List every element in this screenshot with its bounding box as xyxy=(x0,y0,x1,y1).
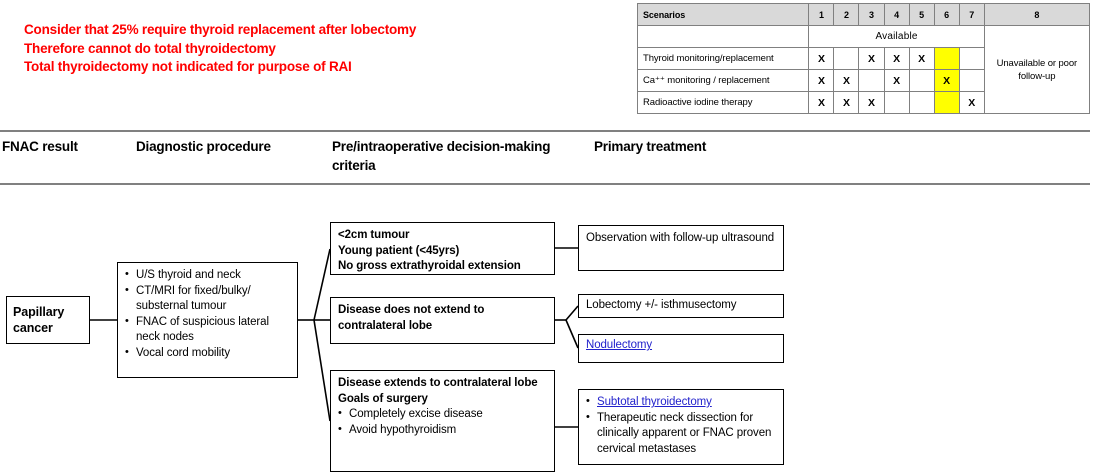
table-row: Radioactive iodine therapy X X X X xyxy=(636,91,1090,114)
scenarios-table: Scenarios 1 2 3 4 5 6 7 8 Available Unav… xyxy=(636,3,1091,114)
cell-r3c2: X xyxy=(833,91,860,114)
table-row: Ca⁺⁺ monitoring / replacement X X X X xyxy=(636,69,1090,92)
list-item: Subtotal thyroidectomy xyxy=(586,394,776,411)
node-criteria-contralateral-extension[interactable]: Disease extends to contralateral lobe Go… xyxy=(330,370,555,472)
criteria-line: No gross extrathyroidal extension xyxy=(338,260,521,272)
red-note-line-3: Total thyroidectomy not indicated for pu… xyxy=(24,59,352,74)
node-treatment-observation[interactable]: Observation with follow-up ultrasound xyxy=(578,225,784,271)
header-rule-bottom xyxy=(0,183,1090,185)
cell-r1c5: X xyxy=(908,47,935,70)
treatment-label: Observation with follow-up ultrasound xyxy=(586,232,775,244)
row-label-thyroid-monitoring: Thyroid monitoring/replacement xyxy=(636,47,810,70)
list-item: Completely excise disease xyxy=(338,406,547,423)
goals-of-surgery-label: Goals of surgery xyxy=(338,392,428,405)
row-label-radioactive-iodine: Radioactive iodine therapy xyxy=(636,91,810,114)
cell-r2c2: X xyxy=(833,69,860,92)
diagnostic-procedure-list: U/S thyroid and neck CT/MRI for fixed/bu… xyxy=(125,267,290,362)
criteria-line: Disease does not extend to contralateral… xyxy=(338,304,485,332)
column-header-6: 6 xyxy=(933,3,960,26)
cell-r1c6 xyxy=(933,47,960,70)
cell-r2c5 xyxy=(908,69,935,92)
table-header-row: Scenarios 1 2 3 4 5 6 7 8 xyxy=(636,3,1091,26)
column-title-primary-treatment: Primary treatment xyxy=(594,139,707,154)
goals-list: Completely excise disease Avoid hypothyr… xyxy=(338,406,547,439)
list-item: CT/MRI for fixed/bulky/ substernal tumou… xyxy=(125,283,290,315)
available-span-cell: Available xyxy=(808,25,985,48)
cell-r2c4: X xyxy=(883,69,910,92)
node-treatment-subtotal-thyroidectomy[interactable]: Subtotal thyroidectomy Therapeutic neck … xyxy=(578,389,784,465)
treatment-label: Lobectomy +/- isthmusectomy xyxy=(586,299,737,311)
list-item: FNAC of suspicious lateral neck nodes xyxy=(125,314,290,346)
cell-r1c2 xyxy=(833,47,860,70)
column-header-4: 4 xyxy=(883,3,910,26)
list-item: Vocal cord mobility xyxy=(125,345,290,362)
cell-r3c7: X xyxy=(958,91,985,114)
criteria-line: <2cm tumour xyxy=(338,229,410,241)
column-header-8: 8 xyxy=(983,3,1091,26)
cell-r1c1: X xyxy=(808,47,835,70)
node-criteria-no-contralateral[interactable]: Disease does not extend to contralateral… xyxy=(330,297,555,344)
column-header-7: 7 xyxy=(958,3,985,26)
criteria-line: Young patient (<45yrs) xyxy=(338,244,460,257)
red-annotation-notes: Consider that 25% require thyroid replac… xyxy=(24,21,584,77)
node-diagnostic-procedure[interactable]: U/S thyroid and neck CT/MRI for fixed/bu… xyxy=(117,262,298,378)
node-treatment-nodulectomy[interactable]: Nodulectomy xyxy=(578,334,784,363)
node-papillary-cancer[interactable]: Papillary cancer xyxy=(6,296,90,344)
column-header-5: 5 xyxy=(908,3,935,26)
cell-r1c7 xyxy=(958,47,985,70)
nodulectomy-link[interactable]: Nodulectomy xyxy=(586,339,653,351)
cell-r1c4: X xyxy=(883,47,910,70)
list-item: Avoid hypothyroidism xyxy=(338,422,547,439)
header-rule-top xyxy=(0,130,1090,132)
cell-r3c3: X xyxy=(858,91,885,114)
cell-r1c3: X xyxy=(858,47,885,70)
cell-r2c3 xyxy=(858,69,885,92)
node-criteria-small-tumour[interactable]: <2cm tumour Young patient (<45yrs) No gr… xyxy=(330,222,555,275)
scenarios-header-cell: Scenarios xyxy=(636,3,810,26)
list-item: Therapeutic neck dissection for clinical… xyxy=(586,410,776,458)
unavailable-cell: Unavailable or poor follow-up xyxy=(983,25,1091,114)
availability-row: Available Unavailable or poor follow-up xyxy=(636,25,1091,114)
column-title-fnac-result: FNAC result xyxy=(2,139,78,154)
red-note-line-1: Consider that 25% require thyroid replac… xyxy=(24,22,417,37)
cell-r2c7 xyxy=(958,69,985,92)
list-item: U/S thyroid and neck xyxy=(125,267,290,284)
cell-r3c5 xyxy=(908,91,935,114)
node-treatment-lobectomy[interactable]: Lobectomy +/- isthmusectomy xyxy=(578,294,784,318)
cell-r2c6: X xyxy=(933,69,960,92)
red-note-line-2: Therefore cannot do total thyroidectomy xyxy=(24,40,276,56)
cell-r3c1: X xyxy=(808,91,835,114)
node-papillary-cancer-label: Papillary cancer xyxy=(13,305,65,335)
cell-r2c1: X xyxy=(808,69,835,92)
cell-r3c6 xyxy=(933,91,960,114)
cell-r3c4 xyxy=(883,91,910,114)
column-header-2: 2 xyxy=(833,3,860,26)
availability-blank-cell xyxy=(636,25,810,48)
criteria-heading: Disease extends to contralateral lobe xyxy=(338,377,538,389)
column-header-1: 1 xyxy=(808,3,835,26)
subtotal-thyroidectomy-link[interactable]: Subtotal thyroidectomy xyxy=(597,396,712,408)
column-header-3: 3 xyxy=(858,3,885,26)
column-title-decision-criteria: Pre/intraoperative decision-making crite… xyxy=(332,139,551,173)
column-title-diagnostic-procedure: Diagnostic procedure xyxy=(136,139,271,154)
treatment-list: Subtotal thyroidectomy Therapeutic neck … xyxy=(586,394,776,458)
row-label-calcium-monitoring: Ca⁺⁺ monitoring / replacement xyxy=(636,69,810,92)
